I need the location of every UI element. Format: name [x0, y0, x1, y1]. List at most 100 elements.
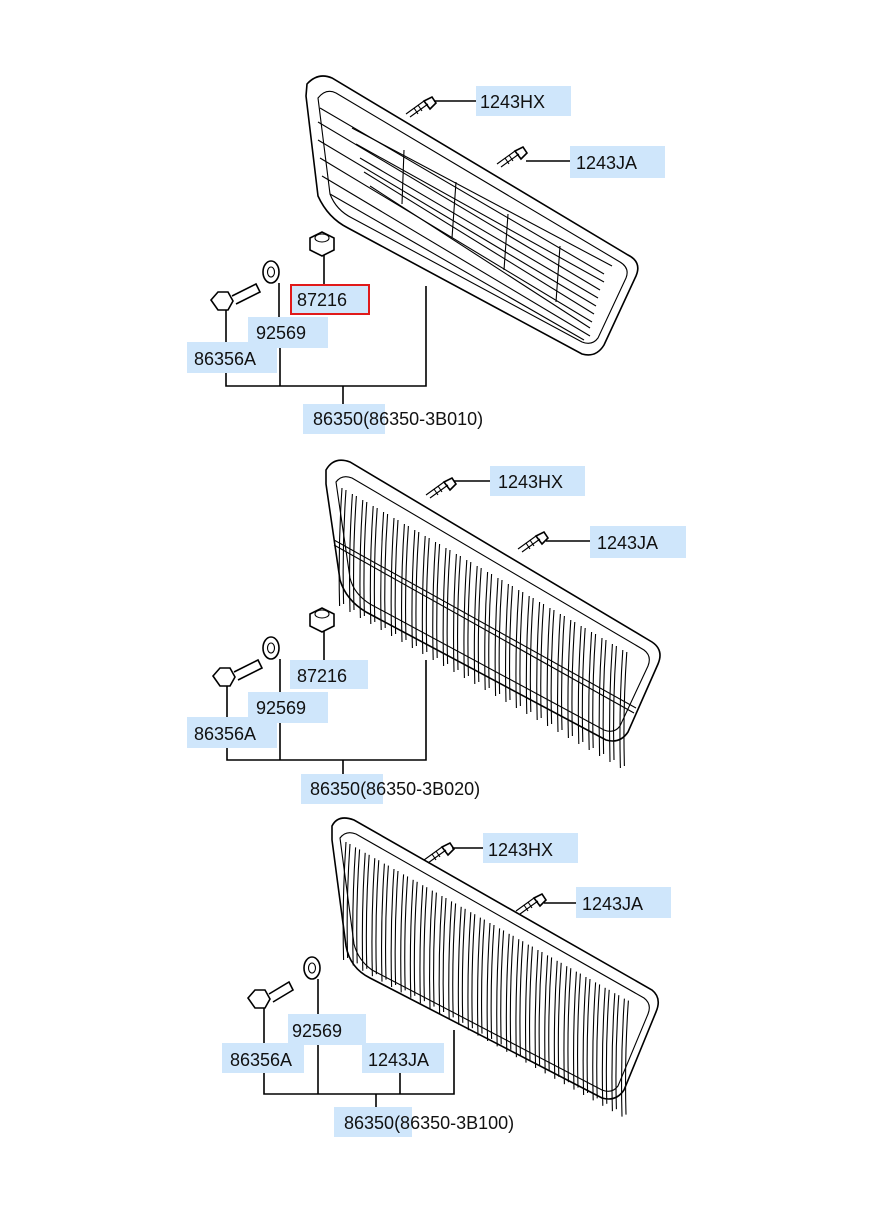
label-1243ja[interactable]: 1243JA — [576, 887, 671, 918]
grille-fin — [361, 852, 366, 971]
grille-fin — [553, 960, 558, 1079]
label-86356a[interactable]: 86356A — [222, 1043, 304, 1073]
grille-fin — [476, 917, 481, 1036]
grille-fin — [488, 573, 493, 689]
grille-fin — [605, 989, 610, 1104]
grille-fin — [442, 547, 447, 667]
grille-fin — [452, 553, 457, 673]
label-86356a[interactable]: 86356A — [187, 717, 277, 748]
grille-fin — [352, 495, 357, 611]
grille-fin — [356, 849, 361, 964]
grille-fin — [359, 499, 364, 619]
grille-fin — [619, 649, 624, 769]
grille-fin — [394, 519, 399, 635]
grille-fin — [602, 639, 607, 755]
grille-fin — [384, 865, 389, 980]
grille-fin — [419, 885, 424, 1004]
grille-fin — [586, 978, 591, 1094]
grille-fin — [365, 854, 370, 969]
grille-fin — [494, 577, 499, 697]
screw-icon — [405, 95, 438, 118]
label-87216[interactable]: 87216 — [290, 284, 370, 315]
grille-fin — [484, 571, 489, 691]
svg-text:86350(86350-3B020): 86350(86350-3B020) — [310, 779, 480, 799]
svg-text:86350(86350-3B010): 86350(86350-3B010) — [313, 409, 483, 429]
grille-fin — [490, 924, 495, 1040]
grille-fin — [504, 583, 509, 703]
grille-fin — [457, 906, 462, 1025]
grille-fin — [524, 944, 529, 1063]
assembly-2: 1243HX 1243JA 87216 92569 86356A 86350(8… — [187, 459, 686, 804]
label-1243ja[interactable]: 1243JA — [590, 526, 686, 558]
screw-icon — [517, 530, 550, 553]
label-87216[interactable]: 87216 — [290, 660, 368, 689]
grille-fin — [567, 619, 572, 739]
selected-part-outline — [290, 284, 370, 315]
grille-fin — [544, 955, 549, 1074]
screw-icon — [515, 892, 548, 915]
grille-fin — [442, 897, 447, 1013]
clip-nut-icon — [309, 607, 335, 633]
bolt-icon — [246, 980, 295, 1009]
grille-fin — [582, 976, 587, 1096]
grille-fin — [421, 535, 426, 655]
grille-fin — [611, 993, 616, 1112]
label-86350[interactable]: 86350(86350-3B020) — [301, 774, 480, 804]
grille-fin — [496, 928, 501, 1047]
grille-fin — [390, 868, 395, 988]
label-1243hx[interactable]: 1243HX — [476, 86, 571, 116]
grille-fin — [394, 870, 399, 986]
grille-fin — [456, 555, 461, 671]
clip-nut-icon — [309, 231, 335, 257]
grille-fin — [363, 501, 368, 617]
grille-fin — [400, 523, 405, 643]
grille-fin — [515, 939, 520, 1058]
grille-fin — [615, 995, 620, 1110]
grille-fin — [461, 908, 466, 1023]
svg-text:87216: 87216 — [297, 666, 347, 686]
grille-fin — [463, 559, 468, 679]
grille-fin — [588, 631, 593, 751]
label-1243ja-bottom[interactable]: 1243JA — [362, 1043, 444, 1073]
grille-vertical-fins — [325, 459, 661, 769]
label-1243hx[interactable]: 1243HX — [483, 833, 578, 863]
grille-fin — [563, 966, 568, 1085]
label-86350[interactable]: 86350(86350-3B100) — [334, 1107, 514, 1137]
grille-fin — [571, 621, 576, 737]
svg-text:86356A: 86356A — [230, 1050, 292, 1070]
grille-fin — [567, 968, 572, 1083]
label-92569[interactable]: 92569 — [288, 1014, 366, 1045]
grille-fin — [498, 579, 503, 695]
grille-fin — [473, 565, 478, 685]
grille-fins — [342, 841, 629, 1117]
grille-fin — [486, 922, 491, 1042]
washer-icon — [262, 636, 280, 660]
grille-fin — [411, 529, 416, 649]
washer-icon — [262, 260, 280, 284]
grille-fin — [519, 941, 524, 1056]
grille-fin — [375, 860, 380, 975]
grille-fin — [438, 895, 443, 1015]
label-1243hx[interactable]: 1243HX — [490, 466, 585, 496]
label-86356a[interactable]: 86356A — [187, 342, 277, 373]
grille-fin — [529, 597, 534, 713]
grille-fin — [452, 903, 457, 1018]
grille-fin — [500, 930, 505, 1045]
grille-fin — [428, 890, 433, 1009]
grille-fin — [384, 513, 389, 629]
grille-fin — [612, 645, 617, 761]
label-1243ja[interactable]: 1243JA — [570, 146, 665, 178]
grille-fin — [467, 912, 472, 1031]
svg-text:1243HX: 1243HX — [480, 92, 545, 112]
grille-fin — [425, 537, 430, 653]
grille-fin — [620, 998, 625, 1117]
svg-text:87216: 87216 — [297, 290, 347, 310]
svg-text:92569: 92569 — [256, 698, 306, 718]
grille-fin — [338, 487, 343, 607]
bolt-icon — [209, 282, 262, 311]
label-86350[interactable]: 86350(86350-3B010) — [303, 404, 483, 434]
svg-text:92569: 92569 — [256, 323, 306, 343]
grille-fin — [538, 951, 543, 1067]
grille-fin — [415, 531, 420, 647]
